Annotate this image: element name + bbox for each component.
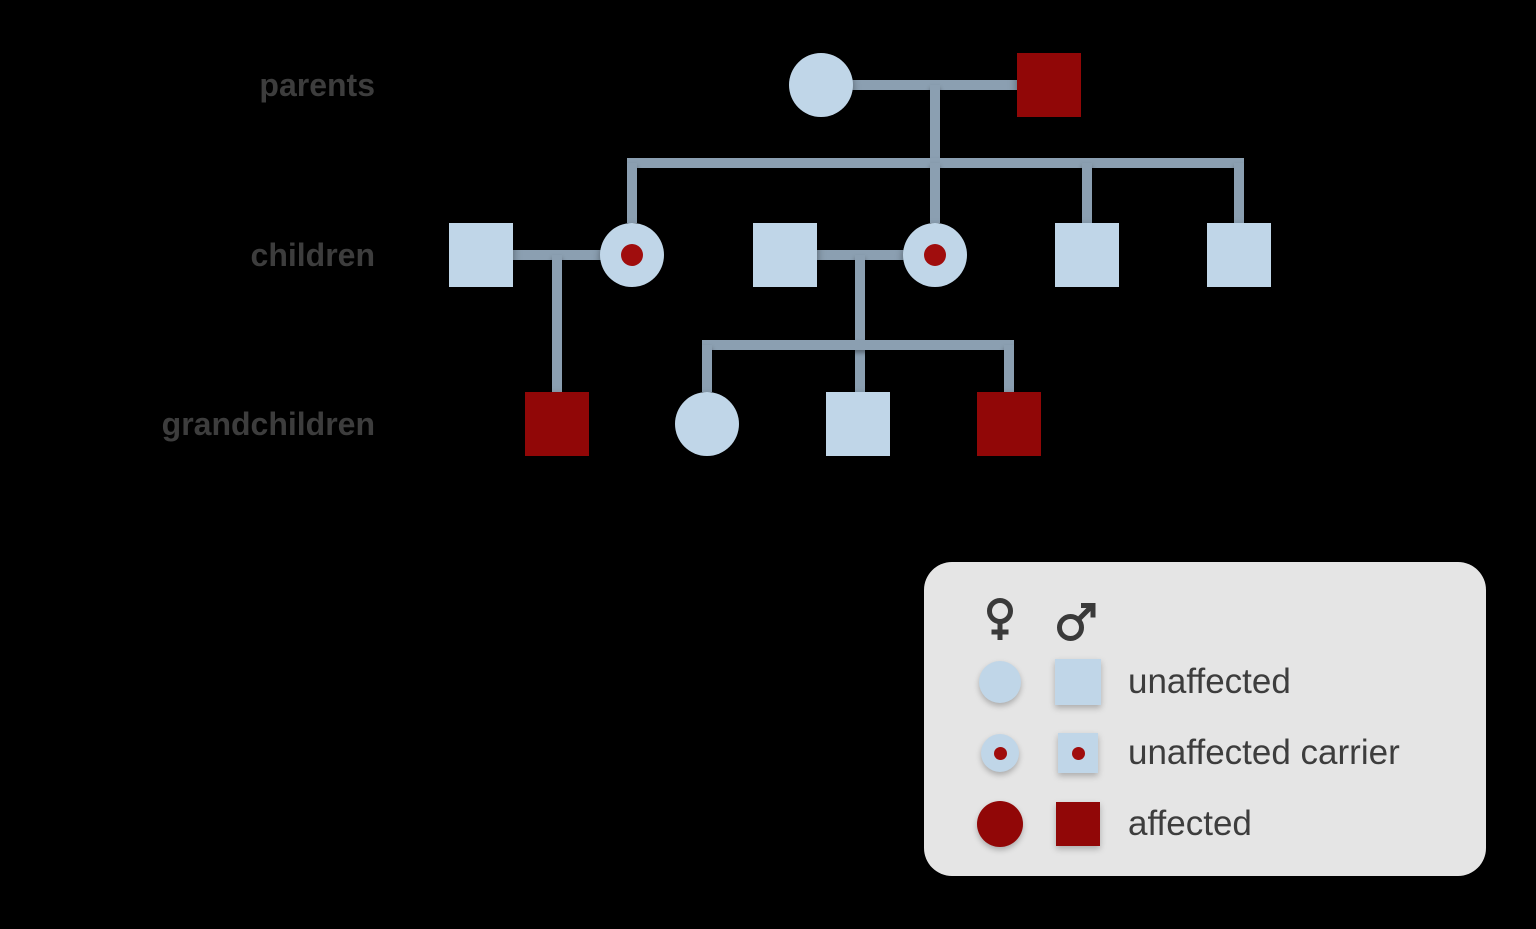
legend-unaffected-female-circle	[979, 661, 1021, 703]
child1-spouse-male-unaffected-square	[449, 223, 513, 287]
connector-line-parents-drop	[930, 85, 940, 168]
generation-label-grandchildren: grandchildren	[161, 406, 375, 442]
grandchild-male-affected-square-1	[525, 392, 589, 456]
carrier-dot	[993, 746, 1007, 760]
connector-line-drop-granddaughter	[702, 345, 712, 392]
parent-male-affected-square	[1017, 53, 1081, 117]
child-male-unaffected-square-2	[1207, 223, 1271, 287]
generation-label-children: children	[250, 237, 375, 273]
male-icon	[1055, 599, 1099, 643]
connector-line-drop-daughter2	[930, 163, 940, 223]
grandchild-male-unaffected-square	[826, 392, 890, 456]
carrier-dot	[621, 244, 643, 266]
child2-spouse-male-unaffected-square	[753, 223, 817, 287]
parent-female-unaffected-circle	[789, 53, 853, 117]
legend-affected-female-circle	[977, 801, 1023, 847]
carrier-dot	[1071, 746, 1085, 760]
connector-line-drop-son2	[1234, 163, 1244, 223]
child-male-unaffected-square-1	[1055, 223, 1119, 287]
connector-line-grandchildren-sibship	[702, 340, 1014, 350]
carrier-dot	[924, 244, 946, 266]
legend-label-affected: affected	[1128, 804, 1252, 843]
connector-line-couple1-child-drop	[552, 255, 562, 392]
legend-affected-male-square	[1056, 802, 1100, 846]
connector-line-couple2-drop	[855, 255, 865, 392]
legend-carrier-male-square	[1058, 733, 1098, 773]
child2-female-carrier-circle	[903, 223, 967, 287]
connector-line-drop-daughter1	[627, 163, 637, 223]
generation-label-parents: parents	[259, 67, 375, 103]
child1-female-carrier-circle	[600, 223, 664, 287]
legend-carrier-female-circle	[981, 734, 1019, 772]
connector-line-drop-son1	[1082, 163, 1092, 223]
legend-box: unaffected unaffected carrier affected	[924, 562, 1486, 876]
grandchild-male-affected-square-2	[977, 392, 1041, 456]
legend-label-unaffected: unaffected	[1128, 662, 1291, 701]
legend-label-unaffected-carrier: unaffected carrier	[1128, 733, 1400, 772]
connector-line-drop-grandson3	[1004, 345, 1014, 392]
female-icon	[984, 598, 1016, 644]
legend-unaffected-male-square	[1055, 659, 1101, 705]
grandchild-female-unaffected-circle	[675, 392, 739, 456]
